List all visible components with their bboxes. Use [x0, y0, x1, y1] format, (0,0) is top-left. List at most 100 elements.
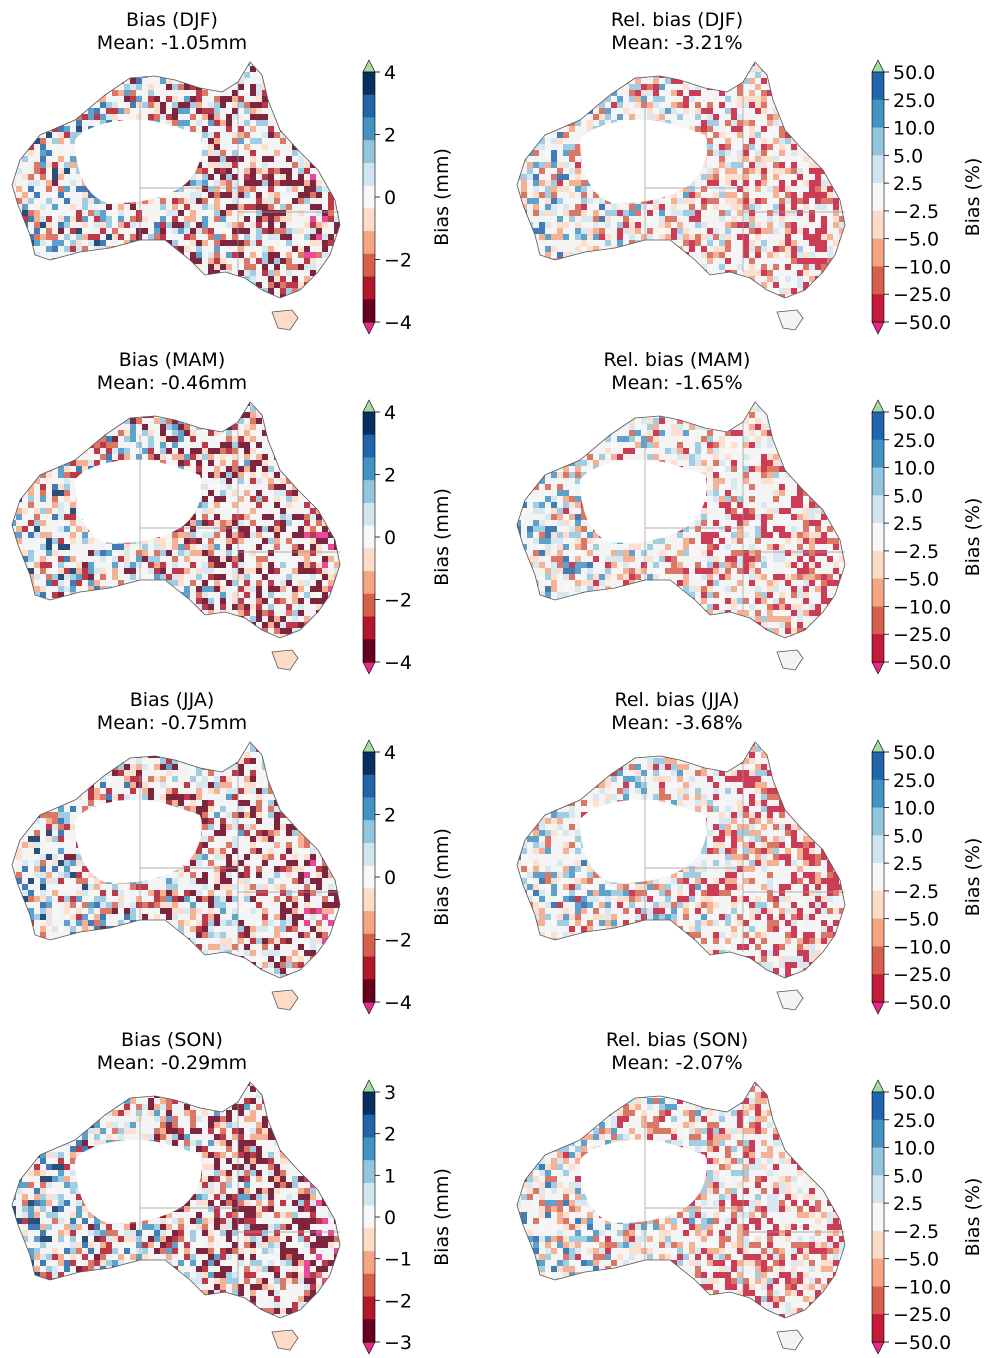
- colorbar-segment: [872, 294, 884, 323]
- colorbar-segment: [363, 842, 375, 866]
- australia-map: [11, 401, 341, 671]
- colorbar-segment: [363, 933, 375, 957]
- colorbar-extend-high: [871, 739, 885, 753]
- colorbar-extend-high: [362, 399, 376, 413]
- colorbar-segment: [363, 1182, 375, 1206]
- colorbar-segment: [872, 155, 884, 184]
- colorbar-tick-label: 10.0: [893, 798, 935, 820]
- colorbar-segment: [872, 807, 884, 836]
- colorbar-tick-label: −2.5: [893, 201, 939, 223]
- colorbar-segment: [872, 578, 884, 607]
- colorbar-tick-label: −10.0: [893, 1276, 951, 1298]
- colorbar-tick-label: 0: [384, 1207, 396, 1229]
- colorbar-tick-label: −1: [384, 1249, 412, 1271]
- colorbar-tick-label: −2.5: [893, 881, 939, 903]
- panel-subtitle: Mean: -0.29mm: [97, 1052, 247, 1074]
- colorbar-segment: [872, 918, 884, 947]
- tasmania: [271, 649, 299, 671]
- colorbar-label: Bias (%): [962, 498, 984, 577]
- colorbar-segment: [363, 616, 375, 640]
- australia-map: [516, 741, 846, 1011]
- colorbar-segment: [363, 276, 375, 300]
- colorbar-label: Bias (mm): [431, 828, 453, 926]
- colorbar-segment: [872, 863, 884, 892]
- colorbar-segment: [872, 1175, 884, 1204]
- australia-map: [11, 1081, 341, 1351]
- colorbar-tick-label: −50.0: [893, 652, 951, 674]
- colorbar-tick-label: −25.0: [893, 624, 951, 646]
- colorbar-segment: [872, 946, 884, 975]
- colorbar-tick-label: −25.0: [893, 1304, 951, 1326]
- colorbar-tick-label: 2: [384, 465, 396, 487]
- tasmania: [271, 1329, 299, 1351]
- colorbar-segment: [872, 550, 884, 579]
- colorbar-tick-label: 5.0: [893, 145, 923, 167]
- colorbar-segment: [872, 1258, 884, 1287]
- tasmania: [271, 989, 299, 1011]
- colorbar-tick-label: 2: [384, 125, 396, 147]
- colorbar-segment: [363, 548, 375, 572]
- colorbar: 50.025.010.05.02.5−2.5−5.0−10.0−25.0−50.…: [871, 739, 984, 1015]
- colorbar-segment: [363, 480, 375, 504]
- australia-map: [516, 61, 846, 331]
- colorbar-segment: [363, 299, 375, 323]
- colorbar-tick-label: 4: [384, 742, 396, 764]
- tasmania: [776, 309, 804, 331]
- colorbar-extend-high: [871, 1079, 885, 1093]
- colorbar-tick-label: 3: [384, 1082, 396, 1104]
- colorbar-segment: [363, 72, 375, 96]
- colorbar-segment: [872, 1286, 884, 1315]
- colorbar-segment: [872, 1147, 884, 1176]
- colorbar-extend-low: [871, 1341, 885, 1355]
- colorbar-tick-label: −25.0: [893, 964, 951, 986]
- panel-title: Rel. bias (MAM): [604, 349, 751, 371]
- colorbar-segment: [363, 208, 375, 232]
- colorbar-segment: [872, 634, 884, 663]
- panel-2: Rel. bias (DJF)Mean: -3.21%50.025.010.05…: [516, 9, 984, 335]
- colorbar-tick-label: −2.5: [893, 1221, 939, 1243]
- panel-subtitle: Mean: -0.75mm: [97, 712, 247, 734]
- colorbar: 50.025.010.05.02.5−2.5−5.0−10.0−25.0−50.…: [871, 399, 984, 675]
- panel-6: Rel. bias (JJA)Mean: -3.68%50.025.010.05…: [516, 689, 984, 1015]
- colorbar-tick-label: −50.0: [893, 992, 951, 1014]
- panel-subtitle: Mean: -3.68%: [611, 712, 742, 734]
- colorbar-segment: [872, 467, 884, 496]
- colorbar-segment: [872, 266, 884, 295]
- colorbar-label: Bias (%): [962, 158, 984, 237]
- colorbar-extend-high: [362, 59, 376, 73]
- colorbar-segment: [872, 439, 884, 468]
- panel-title: Bias (MAM): [119, 349, 226, 371]
- panel-title: Rel. bias (JJA): [614, 689, 739, 711]
- colorbar-tick-label: −2.5: [893, 541, 939, 563]
- colorbar-tick-label: 0: [384, 187, 396, 209]
- colorbar-segment: [363, 525, 375, 549]
- colorbar-tick-label: 50.0: [893, 742, 935, 764]
- panel-subtitle: Mean: -1.65%: [611, 372, 742, 394]
- colorbar-segment: [872, 1119, 884, 1148]
- colorbar-extend-high: [871, 59, 885, 73]
- colorbar-segment: [363, 1319, 375, 1343]
- colorbar-segment: [872, 1314, 884, 1343]
- colorbar-segment: [872, 1203, 884, 1232]
- colorbar-tick-label: 10.0: [893, 458, 935, 480]
- colorbar-segment: [363, 434, 375, 458]
- colorbar-segment: [363, 1092, 375, 1116]
- colorbar-tick-label: 5.0: [893, 825, 923, 847]
- colorbar-segment: [872, 99, 884, 128]
- colorbar-extend-high: [362, 739, 376, 753]
- colorbar-tick-label: 25.0: [893, 1110, 935, 1132]
- panel-subtitle: Mean: -3.21%: [611, 32, 742, 54]
- colorbar-segment: [872, 183, 884, 212]
- colorbar-segment: [872, 1092, 884, 1121]
- colorbar-tick-label: 50.0: [893, 62, 935, 84]
- colorbar-tick-label: −2: [384, 590, 412, 612]
- colorbar-tick-label: 50.0: [893, 1082, 935, 1104]
- panel-title: Bias (DJF): [126, 9, 218, 31]
